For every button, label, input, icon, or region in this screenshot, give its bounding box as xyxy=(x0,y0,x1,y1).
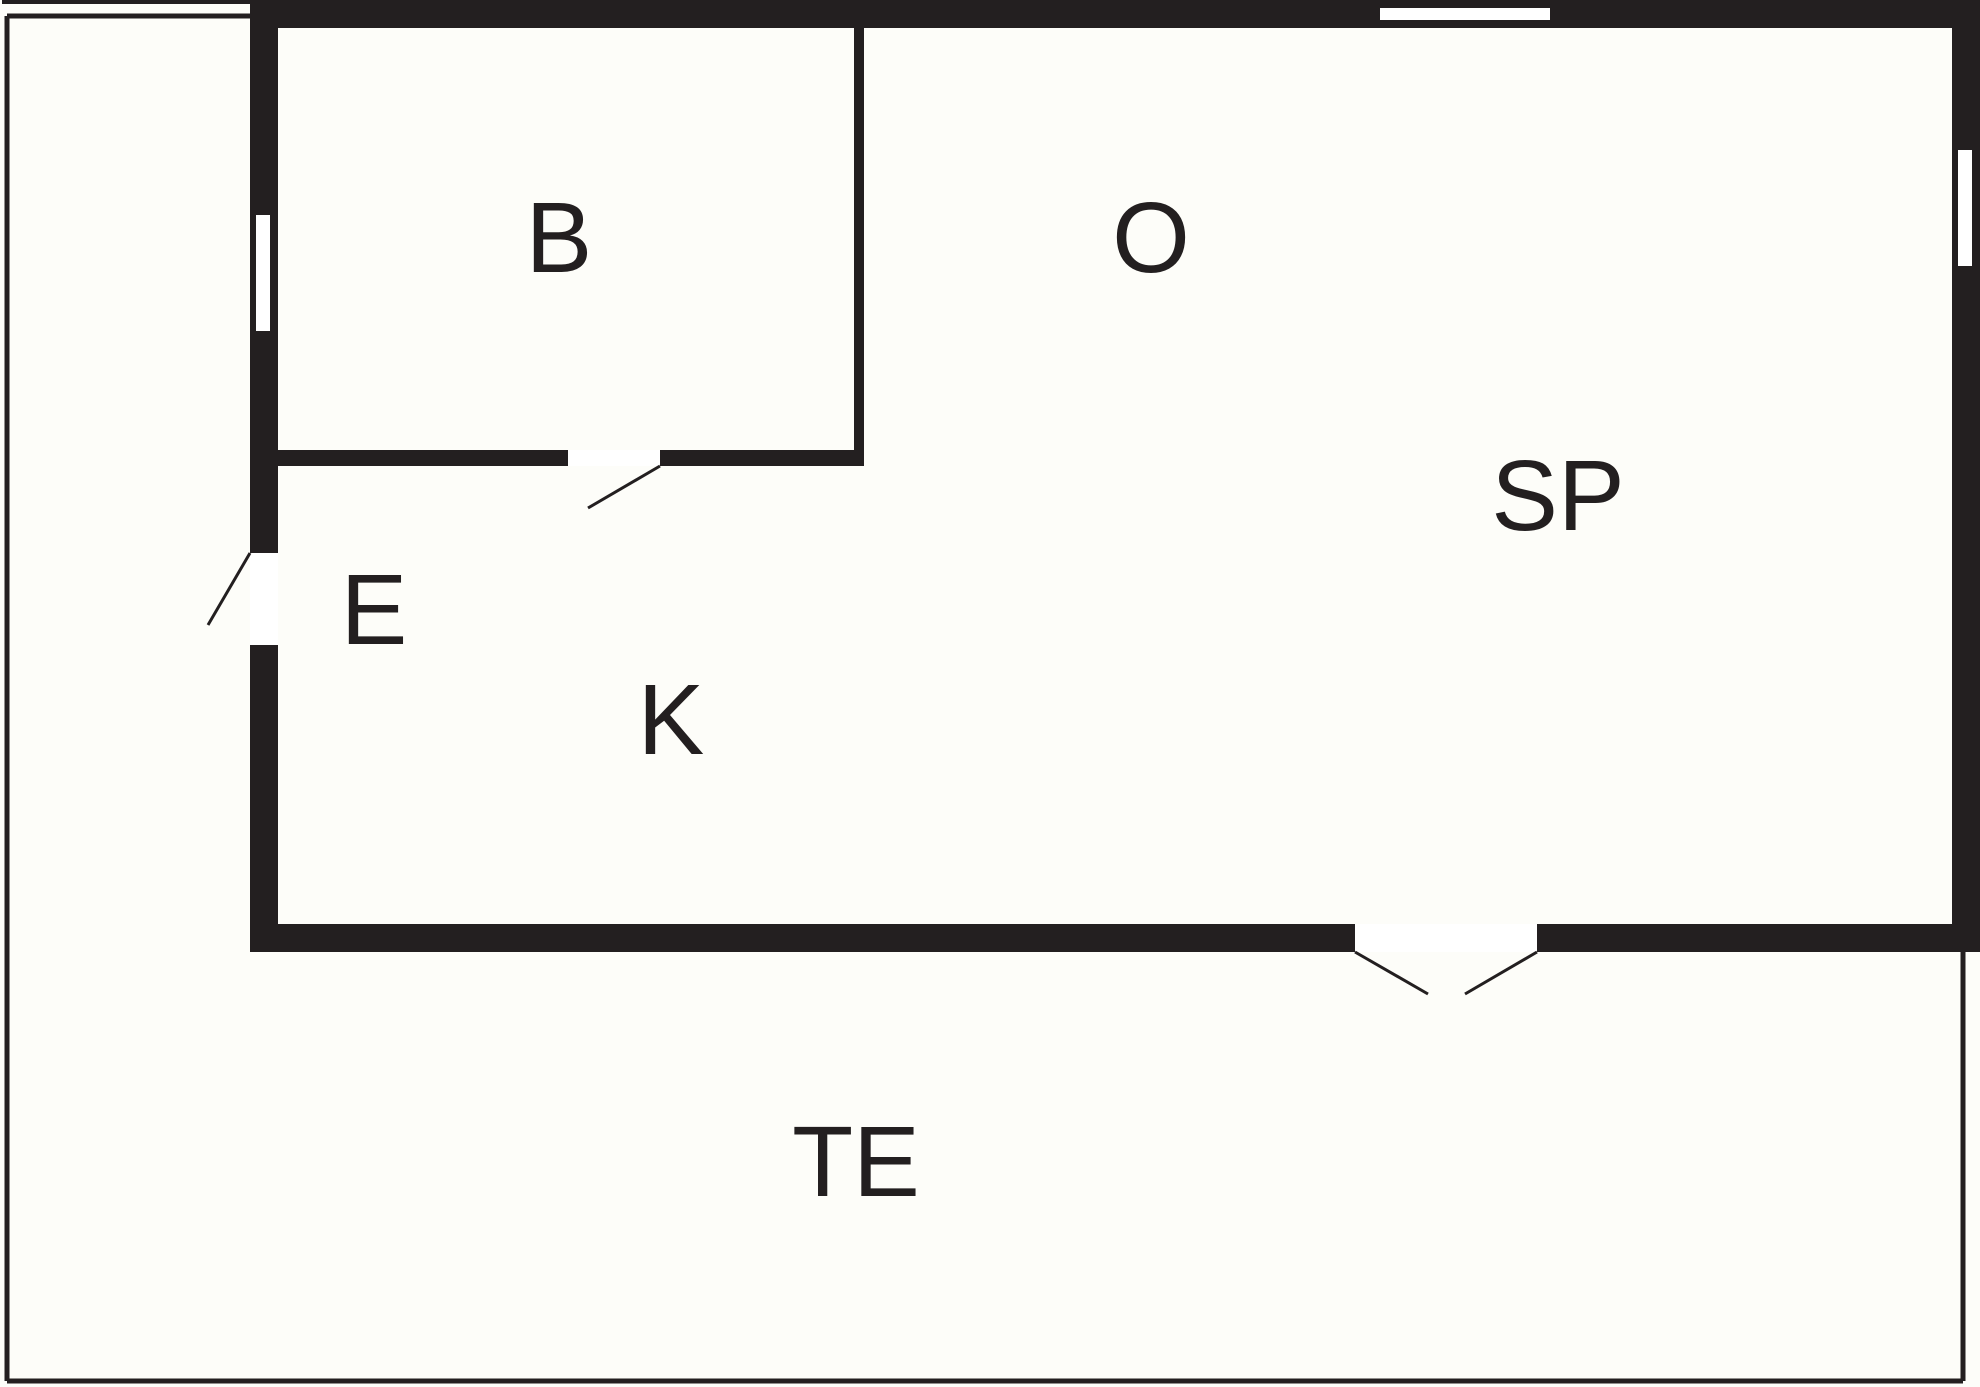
window-right xyxy=(1958,150,1972,266)
window-top xyxy=(1380,8,1550,20)
room-label-e: E xyxy=(341,554,408,666)
room-label-te: TE xyxy=(792,1106,920,1218)
room-label-b: B xyxy=(526,182,593,294)
room-label-o: O xyxy=(1112,182,1190,294)
door-opening-entrance xyxy=(250,553,278,645)
wall-bathroom-bottom xyxy=(250,450,864,466)
door-swing-entrance xyxy=(206,552,252,626)
room-label-k: K xyxy=(638,664,705,776)
window-left xyxy=(256,215,270,331)
wall-bottom xyxy=(250,924,1980,952)
room-labels: B O SP E K TE xyxy=(341,182,1625,1218)
wall-right xyxy=(1952,0,1980,952)
door-swing-terrace-left xyxy=(1354,950,1429,996)
door-swings xyxy=(206,464,1538,996)
building-walls xyxy=(250,0,1980,952)
door-swing-bathroom xyxy=(587,464,661,510)
room-label-sp: SP xyxy=(1491,440,1624,552)
wall-left xyxy=(250,0,278,952)
openings xyxy=(250,8,1972,952)
wall-bathroom-right xyxy=(854,0,864,466)
door-opening-terrace xyxy=(1355,924,1537,952)
wall-top xyxy=(250,0,1980,28)
door-swing-terrace-right xyxy=(1464,950,1538,996)
door-opening-bathroom xyxy=(568,450,660,466)
